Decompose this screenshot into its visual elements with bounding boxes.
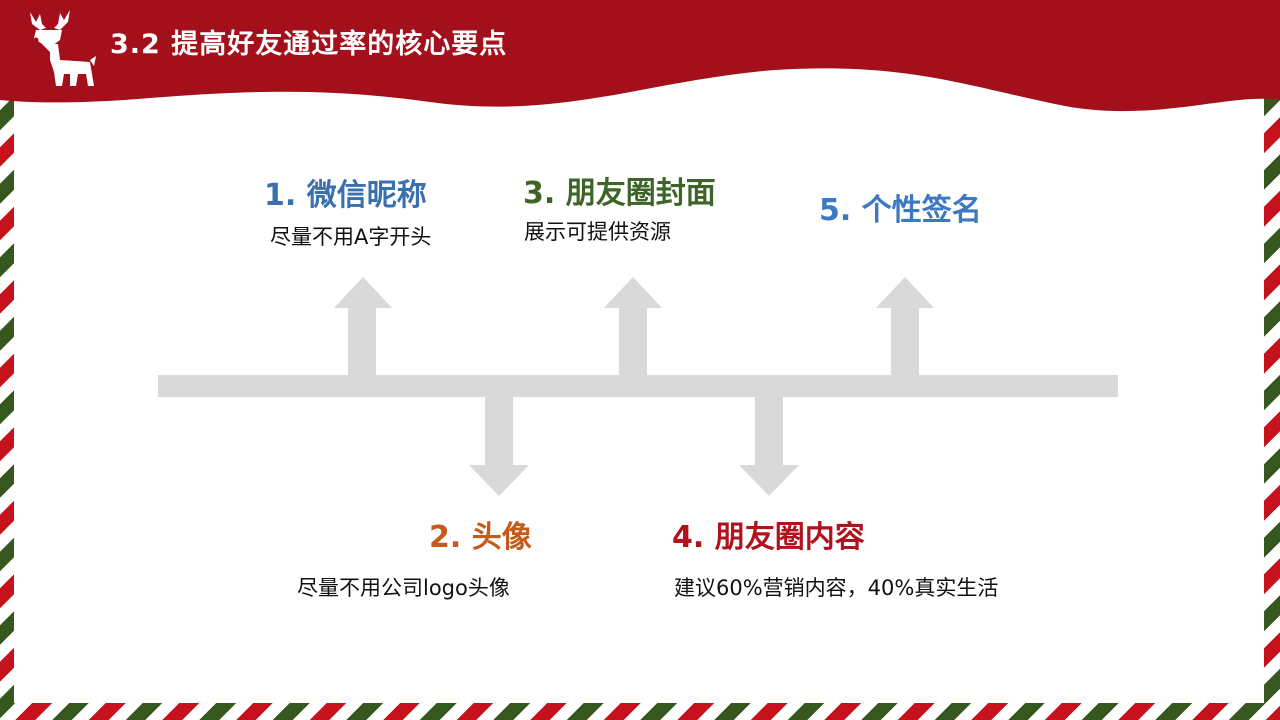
arrow-up-3 bbox=[604, 277, 662, 378]
item-1-desc: 尽量不用A字开头 bbox=[270, 225, 432, 249]
header-wave bbox=[0, 0, 1280, 112]
item-4-desc: 建议60%营销内容，40%真实生活 bbox=[674, 576, 999, 600]
item-3-desc: 展示可提供资源 bbox=[524, 220, 671, 244]
item-5-title: 5. 个性签名 bbox=[819, 193, 982, 228]
reindeer-nose bbox=[33, 37, 39, 43]
page-title: 3.2 提高好友通过率的核心要点 bbox=[110, 29, 508, 60]
arrow-up-5 bbox=[876, 277, 934, 378]
item-2-title: 2. 头像 bbox=[429, 520, 532, 555]
item-4-title: 4. 朋友圈内容 bbox=[672, 520, 865, 555]
arrow-up-1 bbox=[334, 277, 392, 378]
item-2-desc: 尽量不用公司logo头像 bbox=[297, 576, 510, 600]
arrow-down-2 bbox=[469, 395, 529, 496]
arrow-down-4 bbox=[739, 395, 799, 496]
item-1-title: 1. 微信昵称 bbox=[264, 178, 427, 213]
timeline-bar bbox=[158, 375, 1118, 397]
item-3-title: 3. 朋友圈封面 bbox=[523, 176, 716, 211]
reindeer-icon bbox=[30, 10, 96, 86]
